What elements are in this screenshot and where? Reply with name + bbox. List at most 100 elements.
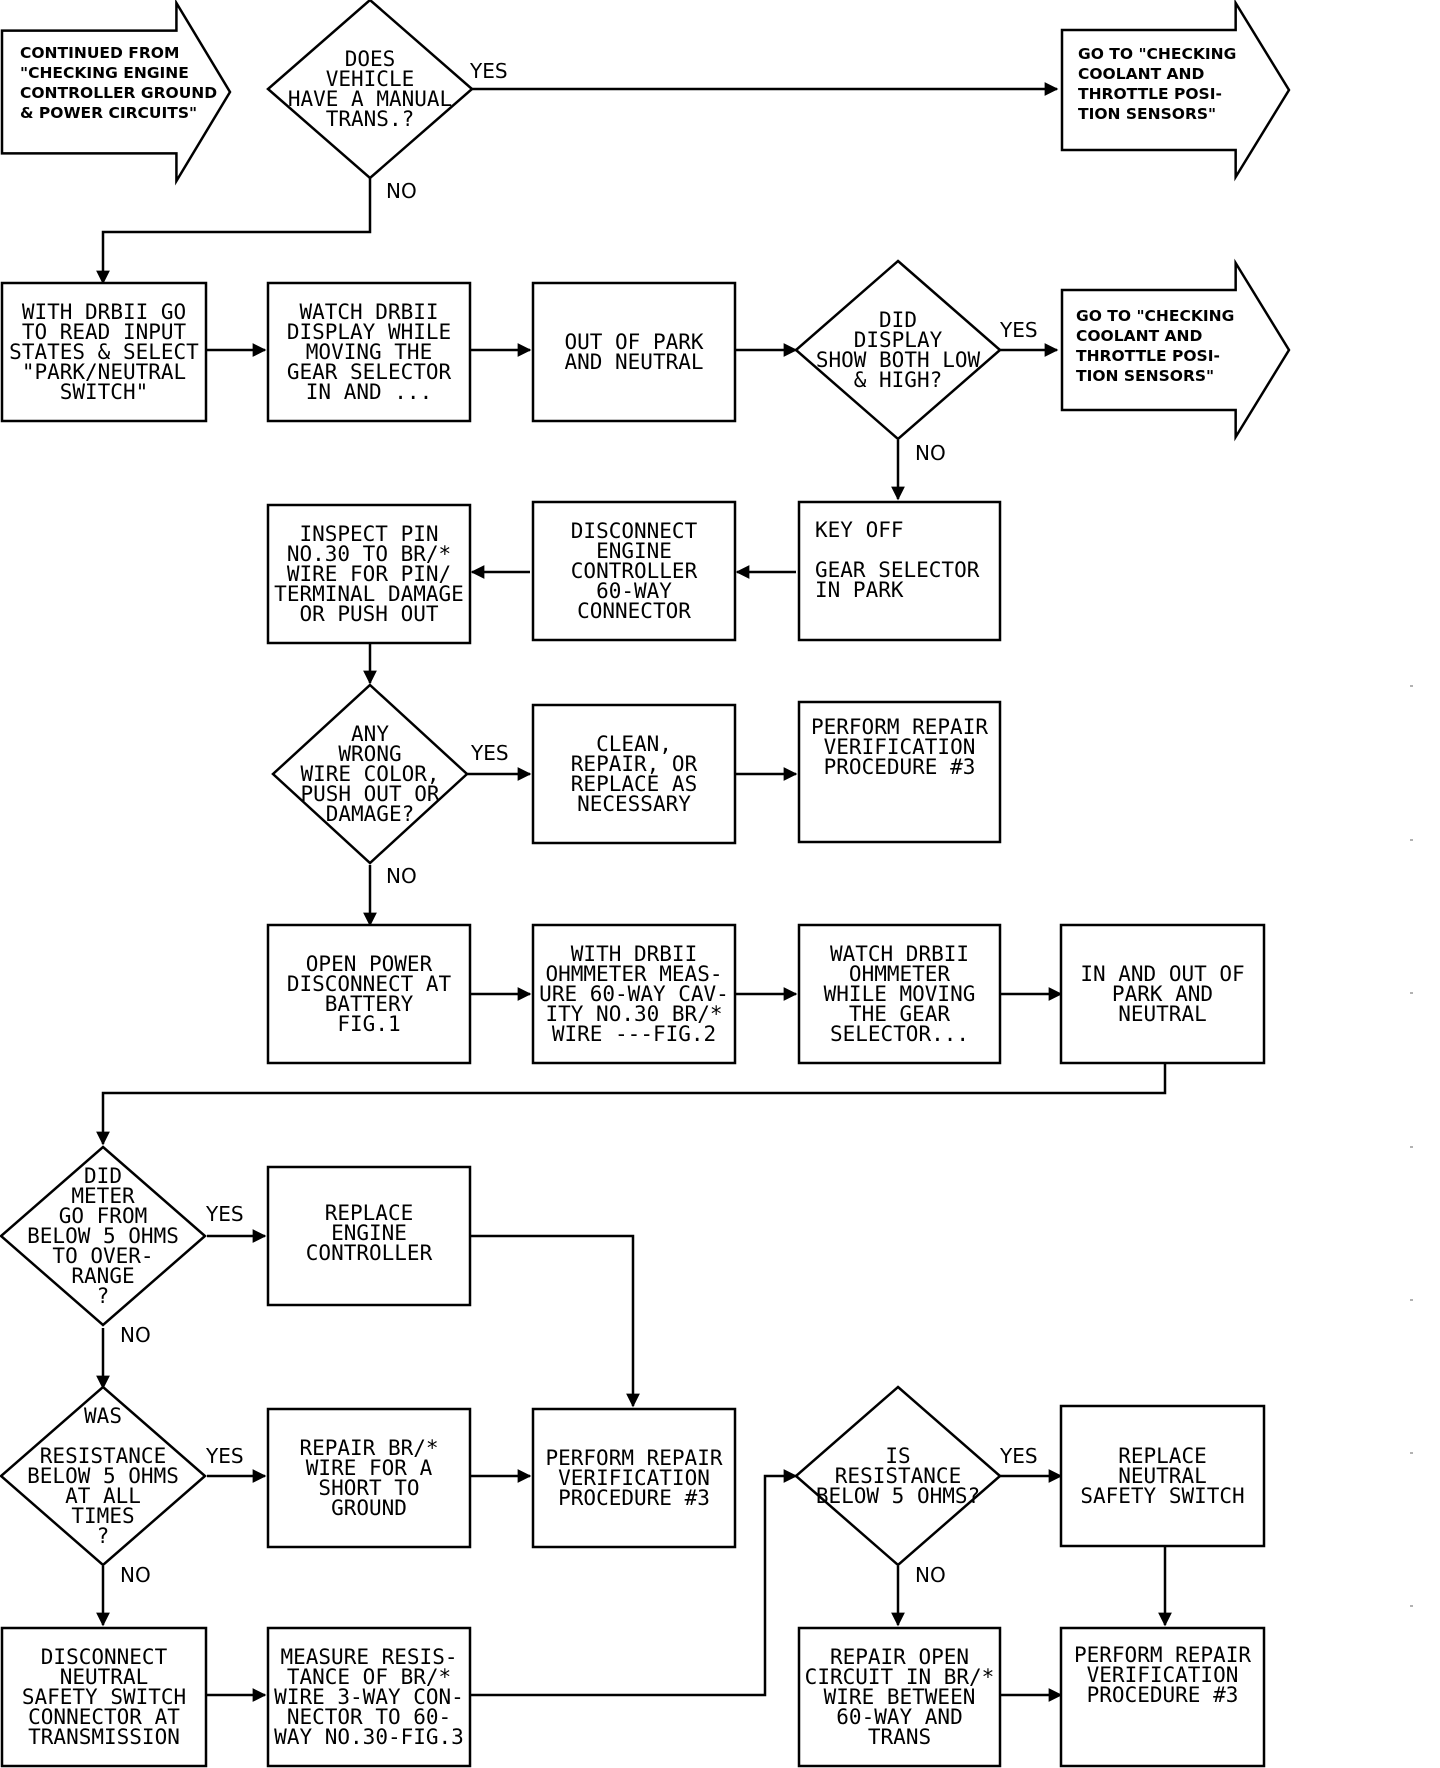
yes-label: YES xyxy=(469,59,508,83)
node-text-line: CONTROLLER GROUND xyxy=(20,84,217,102)
node-text-line: AT ALL xyxy=(65,1484,141,1508)
process-box xyxy=(266,1165,472,1307)
node-text-line: GROUND xyxy=(331,1496,407,1520)
yes-label: YES xyxy=(205,1444,244,1468)
node-text-line: WITH DRBII GO xyxy=(22,300,186,324)
process-box xyxy=(531,1407,737,1549)
node-text-line: TRANSMISSION xyxy=(28,1725,180,1749)
decision-diamond xyxy=(271,683,469,865)
yes-label: YES xyxy=(999,1444,1038,1468)
node-text-line: DISCONNECT xyxy=(571,519,698,543)
node-text-line: 60-WAY xyxy=(596,579,672,603)
node-text-line: REPAIR BR/* xyxy=(299,1436,438,1460)
node-text-line: ITY NO.30 BR/* xyxy=(545,1002,722,1026)
node-text-line: THROTTLE POSI- xyxy=(1076,347,1220,365)
yes-label: YES xyxy=(205,1202,244,1226)
node-text-line: DISPLAY WHILE xyxy=(287,320,451,344)
node-text-line: DISPLAY xyxy=(854,328,943,352)
connector-inout-to-meter xyxy=(96,1063,1167,1146)
connector-measure-to-isres xyxy=(470,1469,798,1697)
node-text-line: PARK AND xyxy=(1112,982,1213,1006)
node-text-line: RESISTANCE xyxy=(40,1444,166,1468)
node-text-line: BATTERY xyxy=(325,992,414,1016)
node-text-line: WATCH DRBII xyxy=(830,942,969,966)
node-text-line: METER xyxy=(71,1184,135,1208)
node-text-line: STATES & SELECT xyxy=(9,340,199,364)
flowchart-nodes: CONTINUED FROM"CHECKING ENGINECONTROLLER… xyxy=(0,0,1291,1768)
node-text-line: SHOW BOTH LOW xyxy=(816,348,981,372)
process-box xyxy=(797,500,1002,642)
process-box xyxy=(266,1407,472,1549)
node-text-line: CONTINUED FROM xyxy=(20,44,179,62)
node-text-line: MOVING THE xyxy=(306,340,432,364)
node-text-line: ? xyxy=(97,1284,110,1308)
decision-diamond xyxy=(794,259,1002,441)
node-text-line: SAFETY SWITCH xyxy=(22,1685,186,1709)
node-measure: MEASURE RESIS-TANCE OF BR/*WIRE 3-WAY CO… xyxy=(266,1626,472,1768)
node-disconnect-ec: DISCONNECTENGINECONTROLLER60-WAYCONNECTO… xyxy=(531,500,737,642)
node-text-line: VERIFICATION xyxy=(558,1466,710,1490)
node-text-line: OR PUSH OUT xyxy=(299,602,438,626)
node-text-line: DAMAGE? xyxy=(326,802,415,826)
block-arrow xyxy=(1060,0,1291,182)
node-text-line: NEUTRAL xyxy=(1118,1464,1207,1488)
decision-diamond xyxy=(0,1385,207,1567)
no-label: NO xyxy=(915,441,946,465)
node-text-line: "PARK/NEUTRAL xyxy=(22,360,186,384)
block-arrow xyxy=(0,0,232,186)
node-text-line: NEUTRAL xyxy=(1118,1002,1207,1026)
node-text-line: PERFORM REPAIR xyxy=(1074,1643,1251,1667)
node-text-line: ? xyxy=(97,1524,110,1548)
node-text-line: PUSH OUT OR xyxy=(300,782,439,806)
node-text-line: DISCONNECT AT xyxy=(287,972,452,996)
node-text-line: NECESSARY xyxy=(577,792,691,816)
node-text-line: TION SENSORS" xyxy=(1076,367,1214,385)
node-text-line: ENGINE xyxy=(596,539,672,563)
node-continued: CONTINUED FROM"CHECKING ENGINECONTROLLER… xyxy=(0,0,232,186)
node-text-line: CLEAN, xyxy=(596,732,672,756)
node-text-line: NEUTRAL xyxy=(60,1665,149,1689)
node-text-line: RESISTANCE xyxy=(835,1464,961,1488)
node-text-line: GO FROM xyxy=(59,1204,148,1228)
node-text-line: ANY xyxy=(351,722,389,746)
process-box xyxy=(797,700,1002,844)
node-text-line: HAVE A MANUAL xyxy=(288,87,452,111)
node-text-line: PROCEDURE #3 xyxy=(558,1486,710,1510)
node-text-line: TIMES xyxy=(71,1504,134,1528)
process-box xyxy=(797,923,1002,1065)
decision-diamond xyxy=(794,1385,1002,1567)
node-text-line: BELOW 5 OHMS xyxy=(27,1224,179,1248)
node-text-line: BELOW 5 OHMS? xyxy=(816,1484,980,1508)
node-text-line: DISCONNECT xyxy=(41,1645,168,1669)
process-box xyxy=(531,923,737,1065)
node-text-line: SHORT TO xyxy=(318,1476,419,1500)
node-text-line: DID xyxy=(84,1164,122,1188)
process-box xyxy=(531,500,737,642)
node-text-line: DOES xyxy=(345,47,396,71)
margin-ticks xyxy=(1410,685,1413,1607)
node-text-line: WIRE BETWEEN xyxy=(824,1685,976,1709)
node-text-line: TANCE OF BR/* xyxy=(287,1665,451,1689)
node-text-line: CIRCUIT IN BR/* xyxy=(805,1665,995,1689)
no-label: NO xyxy=(120,1563,151,1587)
process-box xyxy=(797,1626,1002,1768)
node-text-line: REPAIR OPEN xyxy=(830,1645,969,1669)
decision-diamond xyxy=(266,0,474,180)
node-text-line: PERFORM REPAIR xyxy=(545,1446,722,1470)
process-box xyxy=(266,281,472,423)
node-text-line: WRONG xyxy=(338,742,401,766)
process-box xyxy=(266,503,472,645)
node-text-line: TERMINAL DAMAGE xyxy=(274,582,464,606)
